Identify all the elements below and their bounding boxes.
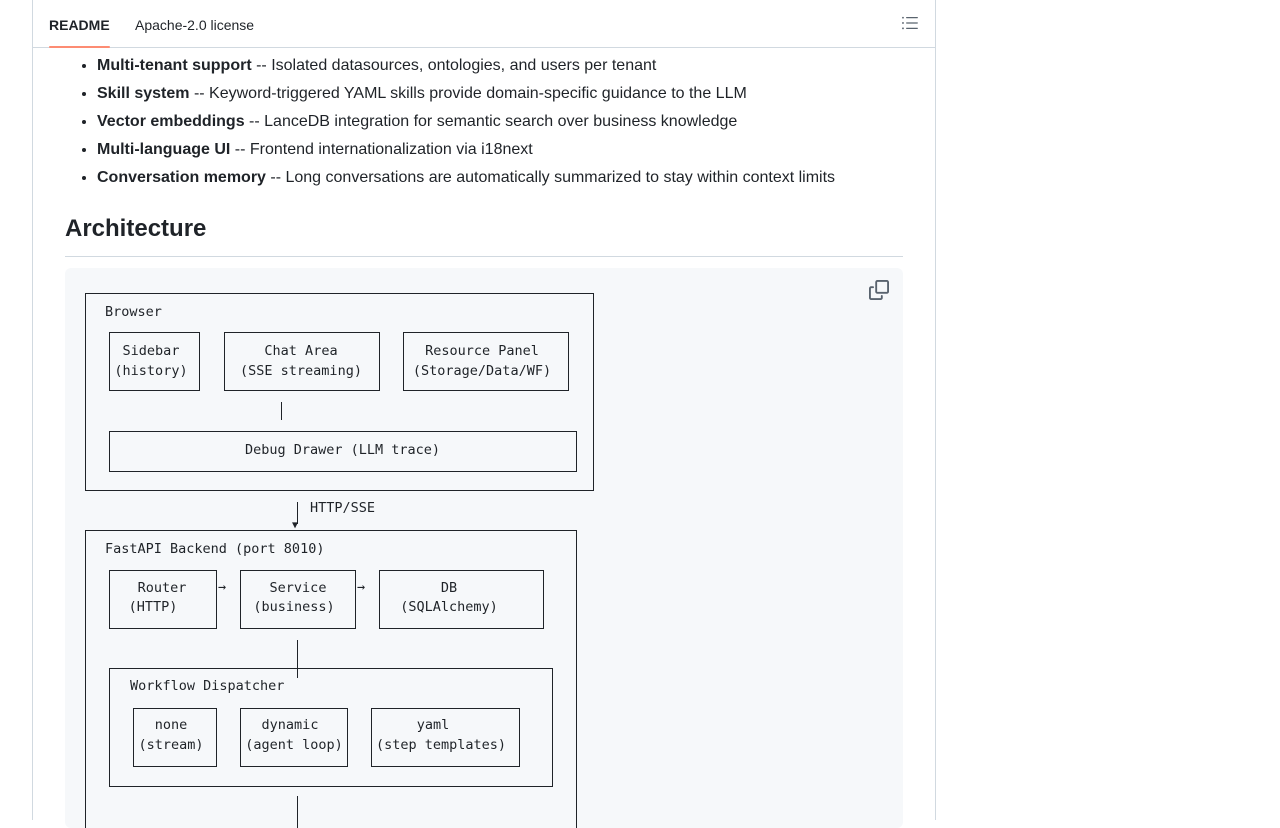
feature-title: Conversation memory (97, 169, 266, 186)
backend-title: FastAPI Backend (port 8010) (105, 540, 324, 559)
browser-box-border (86, 294, 594, 491)
dynamic-sublabel: (agent loop) (242, 736, 346, 755)
feature-desc: -- Long conversations are automatically … (266, 169, 835, 186)
none-label: none (135, 716, 207, 735)
feature-desc: -- LanceDB integration for semantic sear… (245, 113, 738, 130)
yaml-label: yaml (373, 716, 493, 735)
list-unordered-icon[interactable] (901, 14, 919, 32)
db-label: DB (381, 579, 517, 598)
readme-tabbar: README Apache-2.0 license (33, 0, 935, 48)
router-label: Router (117, 579, 207, 598)
yaml-sublabel: (step templates) (373, 736, 509, 755)
architecture-heading: Architecture (65, 211, 903, 257)
db-sublabel: (SQLAlchemy) (381, 598, 517, 617)
architecture-code-block[interactable]: Browser Sidebar (history) Chat Area (SSE… (65, 268, 903, 828)
feature-title: Vector embeddings (97, 113, 245, 130)
dispatcher-title: Workflow Dispatcher (130, 677, 284, 696)
sidebar-sublabel: (history) (113, 362, 189, 381)
chat-label: Chat Area (231, 342, 371, 361)
feature-list: Multi-tenant support -- Isolated datasou… (64, 52, 835, 192)
toc-svg (901, 14, 919, 32)
list-item: Conversation memory -- Long conversation… (97, 164, 835, 192)
feature-desc: -- Keyword-triggered YAML skills provide… (190, 85, 747, 102)
feature-title: Multi-tenant support (97, 57, 252, 74)
dynamic-label: dynamic (242, 716, 338, 735)
arrow-right-icon: → (357, 579, 365, 595)
tab-license[interactable]: Apache-2.0 license (135, 0, 254, 47)
tab-license-label: Apache-2.0 license (135, 17, 254, 33)
feature-desc: -- Frontend internationalization via i18… (230, 141, 532, 158)
resource-label: Resource Panel (409, 342, 555, 361)
sidebar-label: Sidebar (121, 342, 181, 361)
arrow-down-icon: ▼ (292, 520, 298, 531)
feature-title: Multi-language UI (97, 141, 230, 158)
list-item: Skill system -- Keyword-triggered YAML s… (97, 80, 835, 108)
tab-readme[interactable]: README (49, 0, 110, 47)
chat-sublabel: (SSE streaming) (231, 362, 371, 381)
feature-title: Skill system (97, 85, 190, 102)
arrow-right-icon: → (218, 579, 226, 595)
list-item: Multi-tenant support -- Isolated datasou… (97, 52, 835, 80)
service-label: Service (242, 579, 354, 598)
debug-label: Debug Drawer (LLM trace) (109, 441, 576, 460)
router-sublabel: (HTTP) (117, 598, 189, 617)
tab-readme-label: README (49, 0, 110, 50)
http-sse-label: HTTP/SSE (310, 500, 375, 516)
none-sublabel: (stream) (135, 736, 207, 755)
service-sublabel: (business) (242, 598, 346, 617)
list-item: Vector embeddings -- LanceDB integration… (97, 108, 835, 136)
resource-sublabel: (Storage/Data/WF) (409, 362, 555, 381)
browser-title: Browser (105, 303, 162, 322)
list-item: Multi-language UI -- Frontend internatio… (97, 136, 835, 164)
feature-desc: -- Isolated datasources, ontologies, and… (252, 57, 657, 74)
